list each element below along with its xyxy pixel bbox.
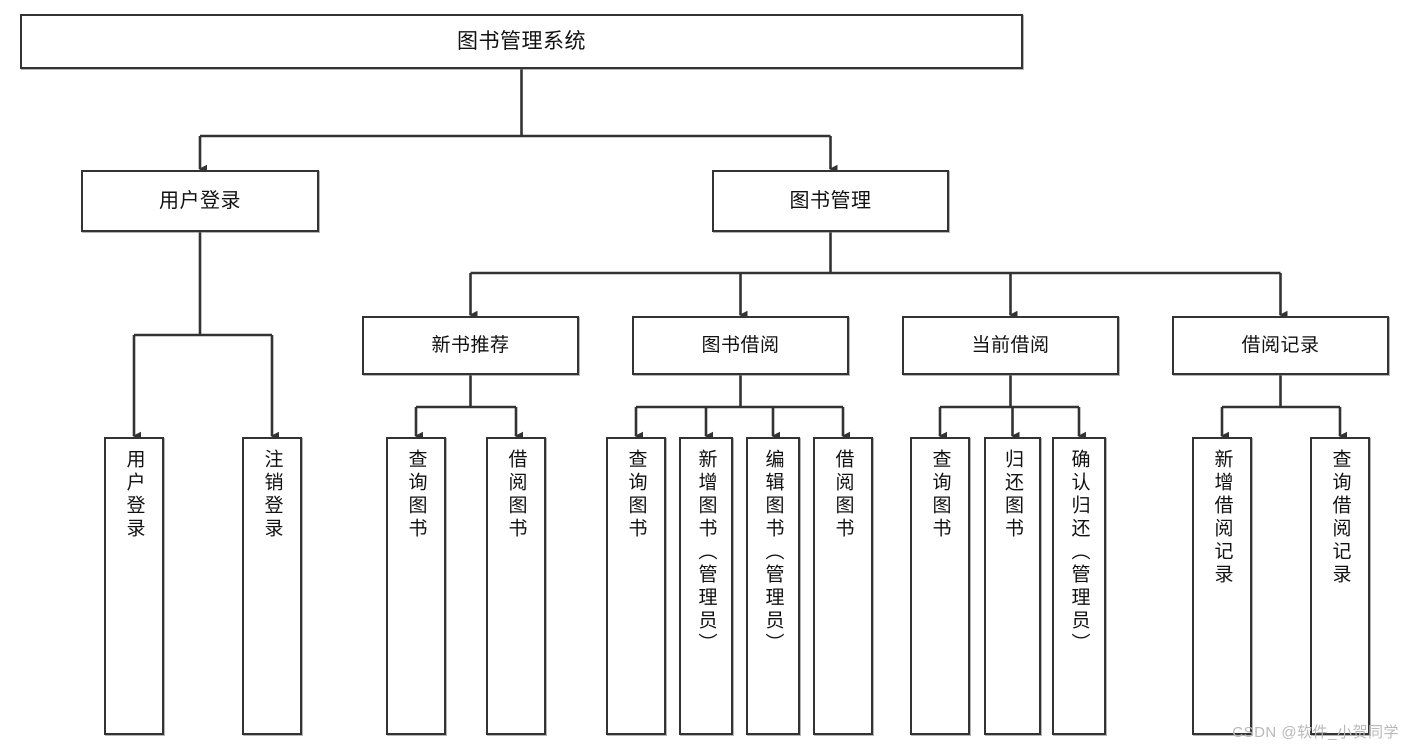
node-leaf-add-record[interactable]: 新增借阅记录	[1192, 437, 1252, 735]
node-book-borrow[interactable]: 图书借阅	[632, 316, 849, 375]
node-leaf-add-book[interactable]: 新增图书（管理员）	[679, 437, 733, 735]
node-user-login-label: 用户登录	[159, 189, 241, 212]
node-leaf-query-book-borrow[interactable]: 查询图书	[606, 437, 666, 735]
node-leaf-query-record[interactable]: 查询借阅记录	[1310, 437, 1370, 735]
node-new-book-rec[interactable]: 新书推荐	[362, 316, 579, 375]
csdn-watermark: CSDN @软件_小贺同学	[1232, 724, 1399, 741]
node-leaf-user-login[interactable]: 用户登录	[104, 437, 164, 735]
node-leaf-return-book[interactable]: 归还图书	[984, 437, 1041, 735]
node-leaf-confirm-return[interactable]: 确认归还（管理员）	[1052, 437, 1106, 735]
node-leaf-query-book-rec-label: 查询图书	[405, 449, 427, 541]
node-leaf-borrow-book-rec-label: 借阅图书	[505, 449, 527, 541]
node-leaf-logout[interactable]: 注销登录	[242, 437, 302, 735]
node-user-login[interactable]: 用户登录	[81, 170, 319, 232]
node-new-book-rec-label: 新书推荐	[431, 334, 510, 356]
node-leaf-edit-book[interactable]: 编辑图书（管理员）	[746, 437, 800, 735]
node-leaf-add-book-label: 新增图书（管理员）	[695, 449, 717, 656]
node-borrow-record-label: 借阅记录	[1241, 334, 1320, 356]
node-leaf-query-record-label: 查询借阅记录	[1329, 449, 1351, 587]
node-book-manage-label: 图书管理	[789, 189, 872, 212]
node-leaf-borrow-book-rec[interactable]: 借阅图书	[486, 437, 546, 735]
node-borrow-record[interactable]: 借阅记录	[1172, 316, 1389, 375]
node-leaf-query-book-cur[interactable]: 查询图书	[910, 437, 970, 735]
node-current-borrow-label: 当前借阅	[971, 334, 1050, 356]
node-leaf-confirm-return-label: 确认归还（管理员）	[1068, 449, 1090, 656]
node-book-manage[interactable]: 图书管理	[712, 170, 949, 232]
node-leaf-logout-label: 注销登录	[261, 449, 283, 541]
node-leaf-user-login-label: 用户登录	[123, 449, 145, 541]
node-leaf-borrow-book[interactable]: 借阅图书	[813, 437, 873, 735]
node-leaf-edit-book-label: 编辑图书（管理员）	[762, 449, 784, 656]
node-leaf-return-book-label: 归还图书	[1002, 449, 1023, 541]
node-root-label: 图书管理系统	[457, 29, 586, 53]
node-current-borrow[interactable]: 当前借阅	[902, 316, 1119, 375]
node-leaf-borrow-book-label: 借阅图书	[832, 449, 854, 541]
node-leaf-query-book-cur-label: 查询图书	[929, 449, 951, 541]
node-leaf-query-book-borrow-label: 查询图书	[625, 449, 647, 541]
node-root[interactable]: 图书管理系统	[20, 14, 1023, 69]
node-leaf-query-book-rec[interactable]: 查询图书	[386, 437, 446, 735]
node-leaf-add-record-label: 新增借阅记录	[1211, 449, 1233, 587]
node-book-borrow-label: 图书借阅	[701, 334, 780, 356]
